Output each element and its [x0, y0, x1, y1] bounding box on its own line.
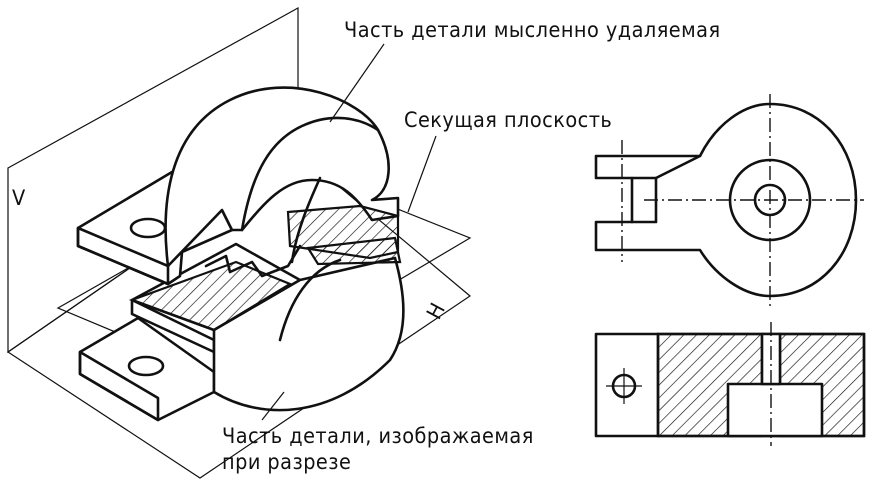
leader-removed-part: [329, 43, 385, 123]
label-section-part-line2: при разрезе: [222, 450, 352, 474]
leader-section-part: [261, 391, 285, 421]
upper-section-face: [286, 204, 400, 260]
label-cutting-plane: Секущая плоскость: [404, 108, 613, 132]
label-plane-v: V: [12, 186, 26, 210]
lower-hole: [127, 355, 165, 377]
lower-section-face: [128, 260, 293, 332]
front-view-slot: [726, 382, 824, 438]
label-removed-part: Часть детали мысленно удаляемая: [344, 18, 721, 42]
lower-part: [78, 236, 405, 422]
top-view-outline: [594, 102, 858, 298]
upper-part: [76, 86, 400, 286]
leader-cutting-plane: [407, 135, 437, 213]
top-view: [594, 94, 864, 306]
isometric-view: [6, 6, 472, 479]
front-section-view: [594, 322, 866, 446]
label-section-part-line1: Часть детали, изображаемая: [222, 424, 534, 448]
